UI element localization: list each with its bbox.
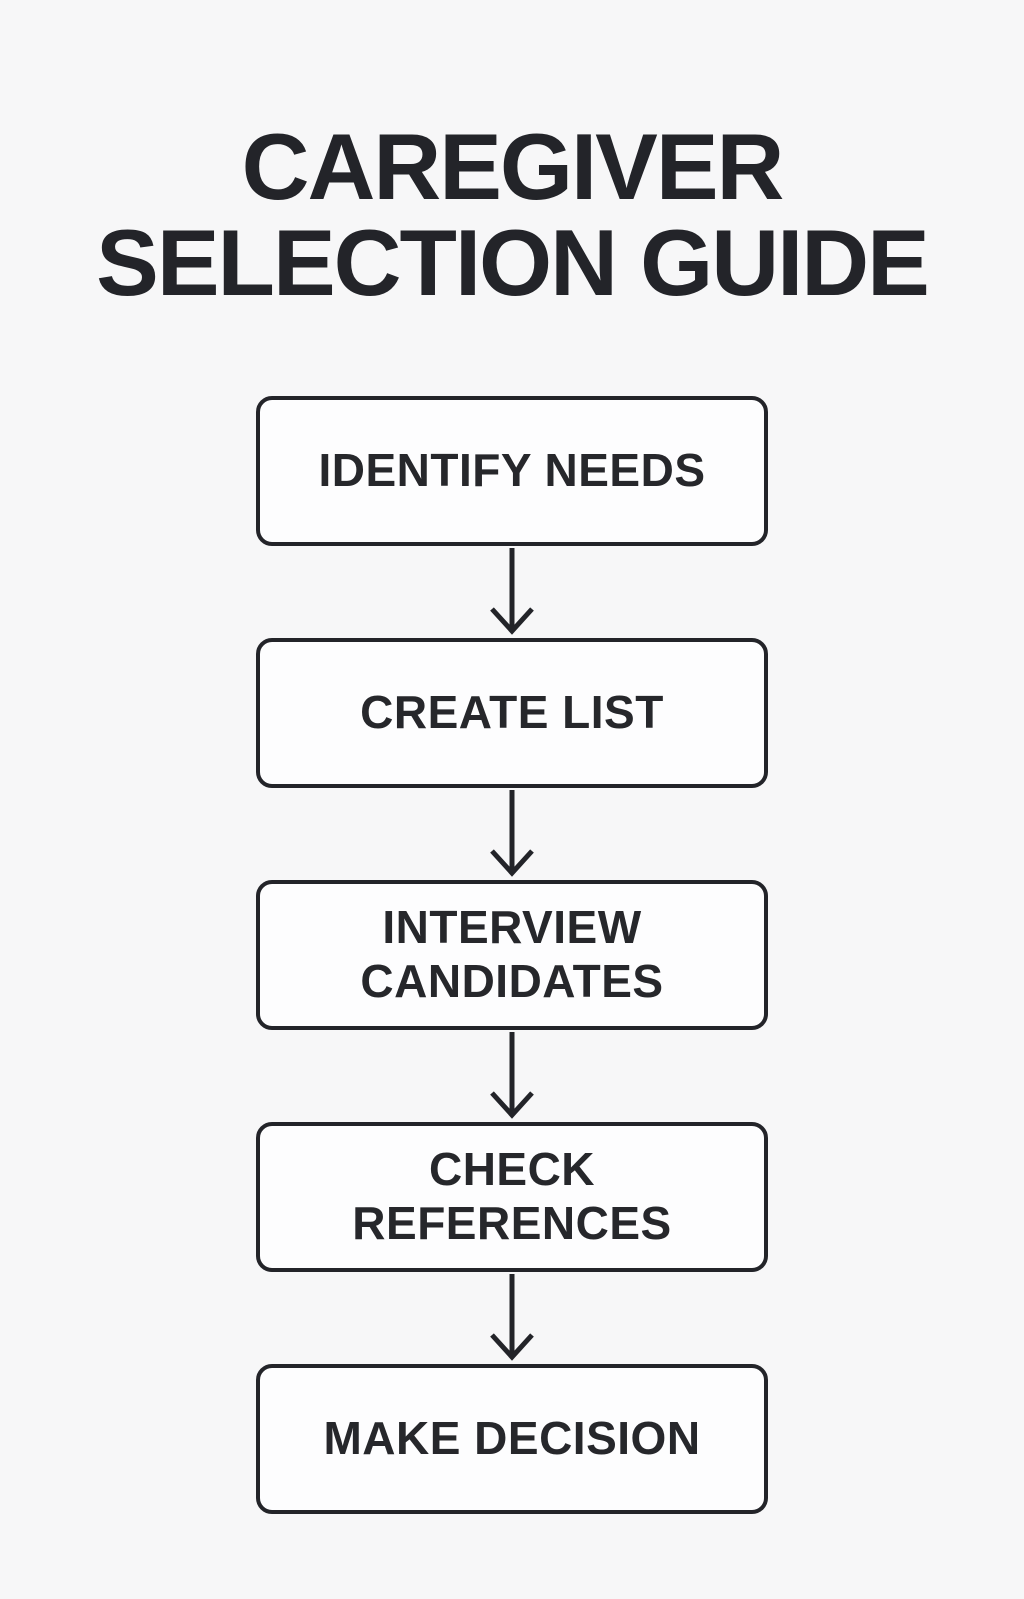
flow-step-label: IDENTIFY NEEDS	[318, 444, 706, 497]
flowchart: IDENTIFY NEEDS CREATE LIST INTERVIEW CAN…	[256, 395, 768, 1514]
page-title-line-2: SELECTION GUIDE	[96, 209, 930, 315]
flow-step-create-list: CREATE LIST	[256, 637, 768, 788]
flow-step-label: INTERVIEW CANDIDATES	[360, 901, 664, 1007]
page-title: CAREGIVER SELECTION GUIDE	[0, 63, 1024, 311]
flow-step-interview-candidates: INTERVIEW CANDIDATES	[256, 879, 768, 1030]
flow-step-make-decision: MAKE DECISION	[256, 1363, 768, 1514]
flow-step-check-references: CHECK REFERENCES	[256, 1121, 768, 1272]
flow-step-identify-needs: IDENTIFY NEEDS	[256, 395, 768, 546]
flow-step-label: CHECK REFERENCES	[352, 1143, 672, 1249]
arrow-down-icon	[490, 547, 534, 635]
caregiver-selection-guide-poster: CAREGIVER SELECTION GUIDE IDENTIFY NEEDS…	[0, 63, 1024, 1599]
arrow-down-icon	[490, 789, 534, 877]
flow-step-label: MAKE DECISION	[323, 1412, 701, 1465]
arrow-down-icon	[490, 1031, 534, 1119]
arrow-down-icon	[490, 1273, 534, 1361]
page-title-line-1: CAREGIVER	[241, 113, 785, 219]
flow-step-label: CREATE LIST	[360, 686, 664, 739]
